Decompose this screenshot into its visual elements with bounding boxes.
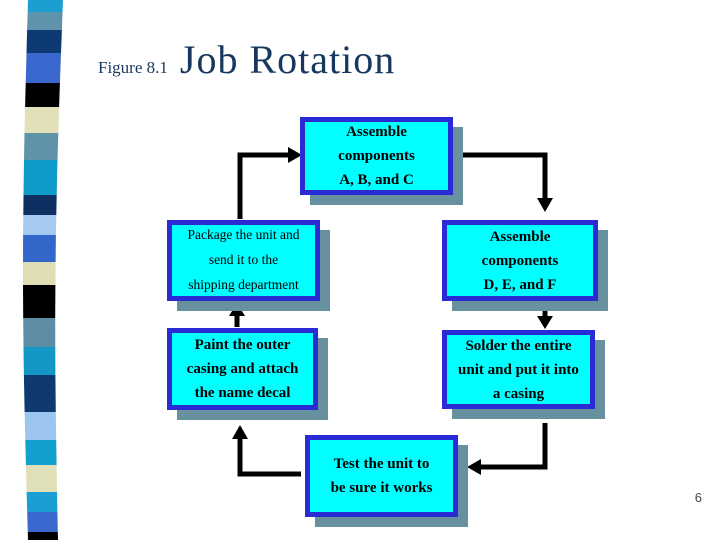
box-text-line: Assemble <box>489 228 551 245</box>
box-text-line: Paint the outer <box>194 337 291 353</box>
box-text-line: Package the unit and <box>187 227 300 243</box>
page-title: Job Rotation <box>179 37 396 82</box>
title-row: Figure 8.1 Job Rotation <box>98 36 395 83</box>
box-text-line: a casing <box>492 385 545 402</box>
page-number: 6 <box>694 490 702 505</box>
arrowhead-up-icon <box>232 425 248 439</box>
box-text-line: components <box>338 148 415 164</box>
box-text-line: Test the unit to <box>333 456 430 472</box>
process-box-assemble-def: Assemble components D, E, and F <box>442 220 598 301</box>
arrow-test-to-paint <box>237 438 301 477</box>
strip-segment <box>27 0 63 12</box>
strip-segment <box>27 12 63 30</box>
process-box-package: Package the unit and send it to the ship… <box>167 220 320 301</box>
box-text-line: be sure it works <box>330 480 433 496</box>
box-text-line: the name decal <box>194 385 291 401</box>
figure-label: Figure 8.1 <box>98 58 168 77</box>
box-text-line: components <box>481 252 559 269</box>
strip-segment <box>26 492 58 512</box>
arrowhead-left-icon <box>467 459 481 475</box>
strip-segment <box>23 195 57 215</box>
strip-segment <box>23 375 56 412</box>
strip-segment <box>23 318 56 347</box>
strip-segment <box>23 215 57 235</box>
box-text-line: A, B, and C <box>339 172 414 188</box>
arrow-package-to-abc <box>237 152 289 219</box>
process-box-solder: Solder the entire unit and put it into a… <box>442 330 595 409</box>
strip-segment <box>24 412 57 440</box>
box-text-line: send it to the <box>208 252 279 268</box>
box-text-line: D, E, and F <box>483 276 557 293</box>
box-text-line: unit and put it into <box>458 361 579 378</box>
strip-segment <box>27 512 58 532</box>
arrow-solder-to-test <box>480 423 548 470</box>
process-box-test: Test the unit to be sure it works <box>305 435 458 517</box>
strip-segment <box>26 30 62 53</box>
arrowhead-down-icon <box>537 316 553 329</box>
arrowhead-down-icon <box>537 198 553 212</box>
strip-segment <box>23 235 56 262</box>
box-text-line: shipping department <box>188 276 299 292</box>
strip-segment <box>23 160 58 195</box>
strip-segment <box>24 133 59 160</box>
box-text-line: Solder the entire <box>465 337 572 354</box>
arrowhead-up-icon <box>229 303 245 316</box>
strip-segment <box>27 532 58 540</box>
process-box-paint: Paint the outer casing and attach the na… <box>167 328 318 410</box>
strip-segment <box>23 262 56 285</box>
strip-segment <box>25 465 58 492</box>
arrow-abc-to-def <box>459 152 548 199</box>
decorative-color-strip <box>23 0 63 540</box>
strip-segment <box>24 107 60 133</box>
strip-segment <box>25 83 60 107</box>
box-text-line: casing and attach <box>186 361 299 377</box>
box-text-line: Assemble <box>346 124 407 140</box>
strip-segment <box>25 53 61 83</box>
strip-segment <box>23 285 56 318</box>
strip-segment <box>25 440 57 465</box>
strip-segment <box>23 347 56 375</box>
process-box-assemble-abc: Assemble components A, B, and C <box>300 117 453 195</box>
